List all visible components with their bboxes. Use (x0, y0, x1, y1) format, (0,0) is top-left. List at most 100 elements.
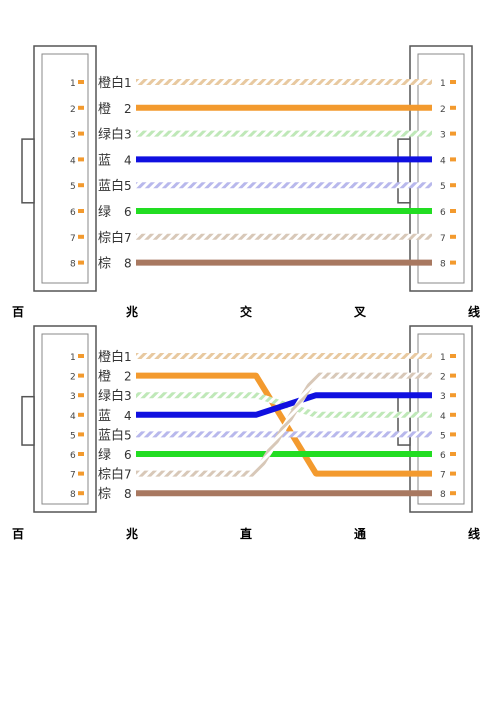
wire-7 (136, 372, 432, 477)
right-pin-number: 5 (440, 182, 446, 192)
right-pin-number: 2 (440, 373, 446, 383)
left-pin-number: 8 (70, 490, 76, 500)
caption-char: 线 (468, 305, 481, 319)
left-pin-contact (78, 209, 84, 213)
left-pin-number: 3 (70, 131, 76, 141)
left-pin-contact (78, 432, 84, 437)
right-pin-contact (450, 157, 456, 162)
left-pin-number: 7 (70, 471, 76, 481)
wire-color-label: 蓝白 (98, 178, 124, 194)
wire-number: 6 (124, 205, 132, 219)
right-pin-number: 1 (440, 79, 446, 89)
caption-char: 百 (12, 527, 25, 541)
right-pin-contact (450, 131, 456, 136)
right-pin-number: 4 (440, 412, 446, 422)
right-pin-number: 3 (440, 131, 446, 141)
left-pin-number: 4 (70, 156, 76, 166)
wire-number: 3 (124, 128, 132, 142)
wire-color-label: 棕白 (98, 467, 124, 483)
wire-number: 2 (124, 102, 132, 116)
right-pin-number: 5 (440, 431, 446, 441)
wire-number: 4 (124, 153, 132, 167)
left-pin-contact (78, 354, 84, 358)
right-pin-contact (450, 234, 456, 239)
wire-number: 4 (124, 409, 132, 423)
left-connector-inner (41, 53, 89, 284)
right-pin-number: 6 (440, 451, 446, 461)
left-pin-number: 5 (70, 182, 76, 192)
wire-color-label: 绿 (98, 448, 111, 463)
left-pin-number: 2 (70, 373, 76, 383)
wire-number: 6 (124, 448, 132, 462)
caption-char: 线 (468, 527, 481, 541)
left-pin-number: 3 (70, 392, 76, 402)
right-pin-number: 2 (440, 105, 446, 115)
wire-number: 3 (124, 389, 132, 403)
right-connector-tab (397, 395, 411, 446)
right-pin-contact (450, 183, 456, 188)
left-pin-contact (78, 260, 84, 265)
right-pin-contact (450, 393, 456, 398)
wire-color-label: 棕白 (98, 230, 124, 246)
right-pin-contact (450, 452, 456, 456)
wire-color-label: 蓝 (98, 409, 111, 424)
wire-color-label: 棕 (98, 257, 111, 272)
wire-number: 7 (124, 468, 132, 482)
right-pin-number: 7 (440, 234, 446, 244)
wire-number: 8 (124, 257, 132, 271)
left-pin-contact (78, 412, 84, 417)
caption-char: 兆 (126, 305, 139, 319)
wire-number: 5 (124, 179, 132, 193)
left-pin-contact (78, 491, 84, 496)
right-pin-contact (450, 412, 456, 417)
left-pin-number: 1 (70, 79, 76, 89)
right-pin-contact (450, 80, 456, 84)
left-pin-contact (78, 80, 84, 84)
wire-color-label: 绿白 (98, 127, 124, 143)
right-connector-inner (417, 53, 465, 284)
left-pin-contact (78, 471, 84, 476)
right-pin-number: 3 (440, 392, 446, 402)
right-pin-number: 1 (440, 353, 446, 363)
left-pin-contact (78, 373, 84, 378)
wire-color-label: 蓝白 (98, 427, 124, 443)
wire-color-label: 橙白 (98, 75, 124, 91)
caption-char: 交 (240, 305, 253, 319)
wire-number: 1 (124, 350, 132, 364)
wire-number: 8 (124, 487, 132, 501)
left-connector-tab (21, 138, 35, 204)
right-connector-tab (397, 138, 411, 204)
wire-number: 7 (124, 231, 132, 245)
right-pin-contact (450, 491, 456, 496)
left-pin-number: 5 (70, 431, 76, 441)
left-pin-contact (78, 105, 84, 110)
right-pin-contact (450, 209, 456, 213)
wire-number: 5 (124, 428, 132, 442)
wire-color-label: 橙白 (98, 349, 124, 365)
right-pin-number: 4 (440, 156, 446, 166)
wire-number: 2 (124, 370, 132, 384)
left-pin-number: 1 (70, 353, 76, 363)
crossover-caption: 百 兆 交 叉 线 (0, 303, 496, 321)
left-pin-number: 8 (70, 260, 76, 270)
wire-color-label: 棕 (98, 487, 111, 502)
left-pin-number: 2 (70, 105, 76, 115)
caption-char: 叉 (354, 305, 367, 319)
right-pin-contact (450, 432, 456, 437)
right-pin-number: 7 (440, 471, 446, 481)
wire-color-label: 绿 (98, 205, 111, 220)
right-pin-number: 6 (440, 208, 446, 218)
wire-color-label: 蓝 (98, 153, 111, 168)
right-pin-number: 8 (440, 260, 446, 270)
caption-char: 百 (12, 305, 25, 319)
left-pin-contact (78, 183, 84, 188)
wire-color-label: 橙 (98, 102, 111, 117)
right-pin-number: 8 (440, 490, 446, 500)
caption-char: 直 (240, 527, 253, 541)
caption-char: 兆 (126, 527, 139, 541)
left-pin-contact (78, 393, 84, 398)
